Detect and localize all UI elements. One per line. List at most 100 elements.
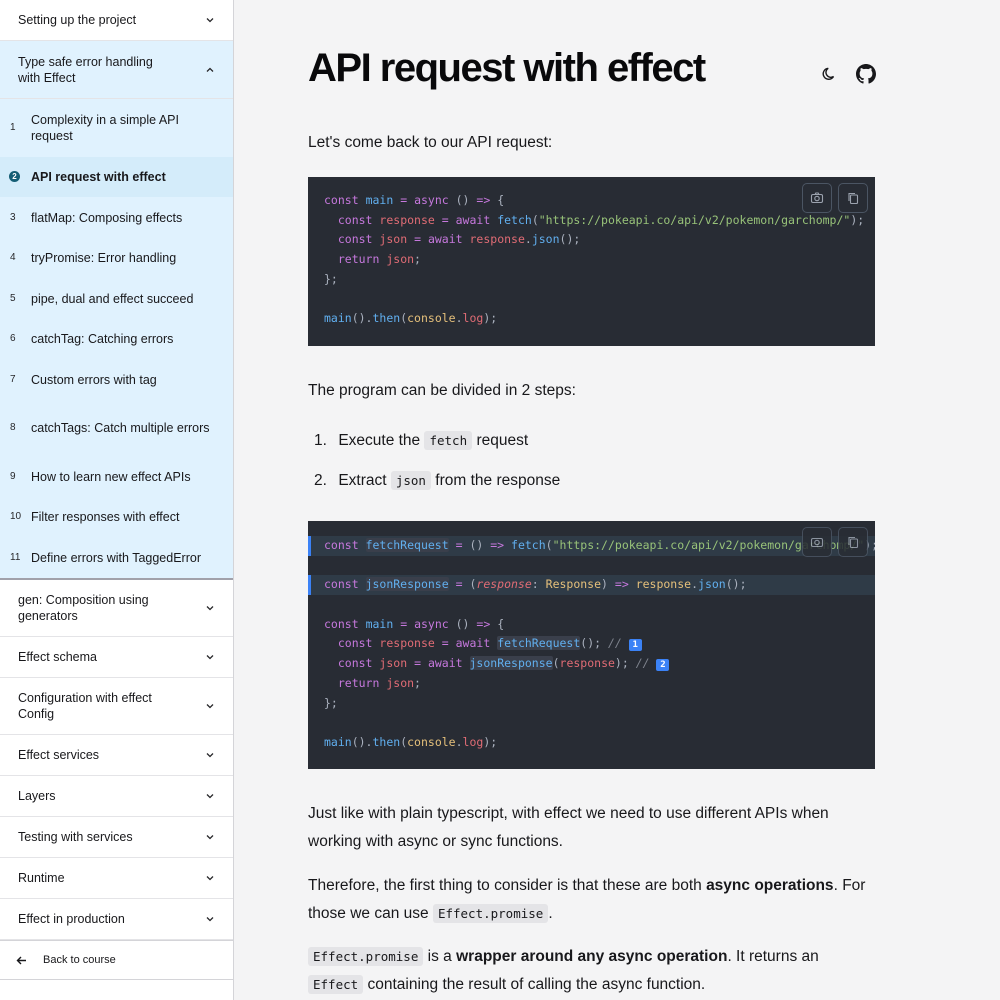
course-sidebar: Setting up the project Type safe error h… (0, 0, 234, 1000)
lesson-number: 5 (10, 292, 16, 304)
sidebar-section[interactable]: Configuration with effect Config (0, 678, 233, 735)
lesson-label: catchTags: Catch multiple errors (31, 421, 210, 435)
paragraph-async-sync: Just like with plain typescript, with ef… (308, 805, 829, 850)
inline-code: Effect (308, 975, 364, 994)
sidebar-section-label: Setting up the project (18, 13, 137, 27)
sidebar-section[interactable]: Layers (0, 776, 233, 817)
lesson-content: API request with effect Let's come back … (234, 0, 1000, 1000)
chevron-down-icon (206, 876, 214, 881)
sidebar-section[interactable]: Effect schema (0, 637, 233, 678)
inline-code: json (390, 471, 431, 490)
back-to-course-button[interactable]: Back to course (0, 940, 233, 980)
lesson-number: 1 (10, 122, 16, 133)
lesson-label: catchTag: Catching errors (31, 332, 174, 346)
lesson-number: 6 (10, 333, 16, 344)
intro-paragraph: Let's come back to our API request: (308, 134, 553, 151)
lesson-label: Define errors with TaggedError (31, 550, 201, 565)
step-text: Extract (338, 472, 387, 489)
github-icon (856, 64, 876, 84)
sidebar-section[interactable]: Effect services (0, 735, 233, 776)
lesson-item[interactable]: 5 pipe, dual and effect succeed (0, 278, 233, 319)
copy-code-button[interactable] (838, 183, 868, 213)
lesson-item[interactable]: 8 catchTags: Catch multiple errors (0, 400, 233, 456)
lesson-label: Custom errors with tag (31, 372, 157, 387)
code-block-effect: const fetchRequest = () => fetch("https:… (308, 521, 875, 769)
sidebar-section[interactable]: Runtime (0, 858, 233, 899)
sidebar-section-label: Type safe error handling with Effect (18, 54, 153, 85)
code-text: const fetchRequest = () => fetch("https:… (308, 521, 875, 753)
lesson-label: tryPromise: Error handling (31, 251, 177, 265)
inline-code: Effect.promise (308, 947, 424, 966)
sidebar-section-label: gen: Composition using generators (18, 593, 149, 623)
lesson-label: Complexity in a simple API request (31, 113, 179, 143)
lesson-item[interactable]: 4 tryPromise: Error handling (0, 238, 233, 278)
lesson-label: Filter responses with effect (31, 510, 180, 524)
lesson-label: flatMap: Composing effects (31, 210, 183, 225)
camera-icon (810, 537, 824, 548)
camera-icon (810, 192, 824, 204)
text: is a (427, 948, 452, 965)
lesson-number: 8 (10, 422, 16, 433)
text: . (548, 905, 553, 922)
screenshot-code-button[interactable] (802, 527, 832, 557)
sidebar-section[interactable]: gen: Composition using generators (0, 580, 233, 637)
lesson-number: 4 (10, 252, 16, 263)
chevron-down-icon (206, 917, 214, 922)
lesson-label: pipe, dual and effect succeed (31, 291, 194, 306)
moon-icon (822, 67, 835, 80)
step-text: request (476, 432, 529, 449)
copy-code-button[interactable] (838, 527, 868, 557)
sidebar-section[interactable]: Testing with services (0, 817, 233, 858)
chevron-up-icon (206, 67, 214, 72)
lesson-item[interactable]: 6 catchTag: Catching errors (0, 319, 233, 359)
arrow-left-icon (16, 956, 26, 964)
steps-intro: The program can be divided in 2 steps: (308, 382, 576, 399)
sidebar-section-label: Runtime (18, 871, 65, 885)
screenshot-code-button[interactable] (802, 183, 832, 213)
chevron-down-icon (206, 835, 214, 840)
lesson-number: 11 (10, 551, 21, 563)
step-text: Execute the (338, 432, 421, 449)
sidebar-section-label: Effect services (18, 748, 100, 762)
step-item-2: 2. Extract json from the response (314, 469, 560, 493)
chevron-down-icon (206, 704, 214, 709)
lesson-item[interactable]: 1 Complexity in a simple API request (0, 99, 233, 157)
lesson-item[interactable]: 3 flatMap: Composing effects (0, 197, 233, 238)
text: . It returns an (727, 948, 819, 965)
code-text: const main = async () => { const respons… (324, 193, 865, 326)
sidebar-section[interactable]: Effect in production (0, 899, 233, 940)
lesson-item[interactable]: 2 API request with effect (0, 157, 233, 197)
chevron-down-icon (206, 18, 214, 23)
code-block-original: const main = async () => { const respons… (308, 177, 875, 346)
step-number: 2. (314, 472, 327, 489)
sidebar-section-label: Layers (18, 789, 56, 803)
text: . (833, 877, 838, 894)
text: Therefore, the first thing to consider i… (308, 877, 702, 894)
step-item-1: 1. Execute the fetch request (314, 429, 528, 453)
sidebar-section[interactable]: Setting up the project (0, 0, 233, 41)
step-text: from the response (435, 472, 561, 489)
back-to-course-label: Back to course (43, 954, 116, 966)
lesson-number: 2 (9, 171, 20, 182)
chevron-down-icon (206, 606, 214, 611)
inline-code: fetch (424, 431, 473, 450)
github-link[interactable] (854, 62, 878, 86)
page-title: API request with effect (308, 46, 706, 90)
sidebar-section-type-safe-error-handling[interactable]: Type safe error handling with Effect (0, 41, 233, 99)
code-url-string: "https://pokeapi.co/api/v2/pokemon/garch… (538, 212, 851, 227)
text: containing the result of calling the asy… (367, 976, 706, 993)
theme-toggle-button[interactable] (818, 62, 842, 86)
lesson-item[interactable]: 11 Define errors with TaggedError (0, 537, 233, 578)
sidebar-section-label: Testing with services (18, 830, 133, 844)
lesson-number: 3 (10, 211, 16, 223)
lesson-number: 9 (10, 470, 16, 482)
chevron-down-icon (206, 753, 214, 758)
bold-text: async operations (706, 877, 834, 894)
lesson-label: API request with effect (31, 170, 166, 184)
sidebar-section-label: Configuration with effect Config (18, 691, 152, 721)
bold-text: wrapper around any async operation (456, 948, 728, 965)
chevron-down-icon (206, 655, 214, 660)
